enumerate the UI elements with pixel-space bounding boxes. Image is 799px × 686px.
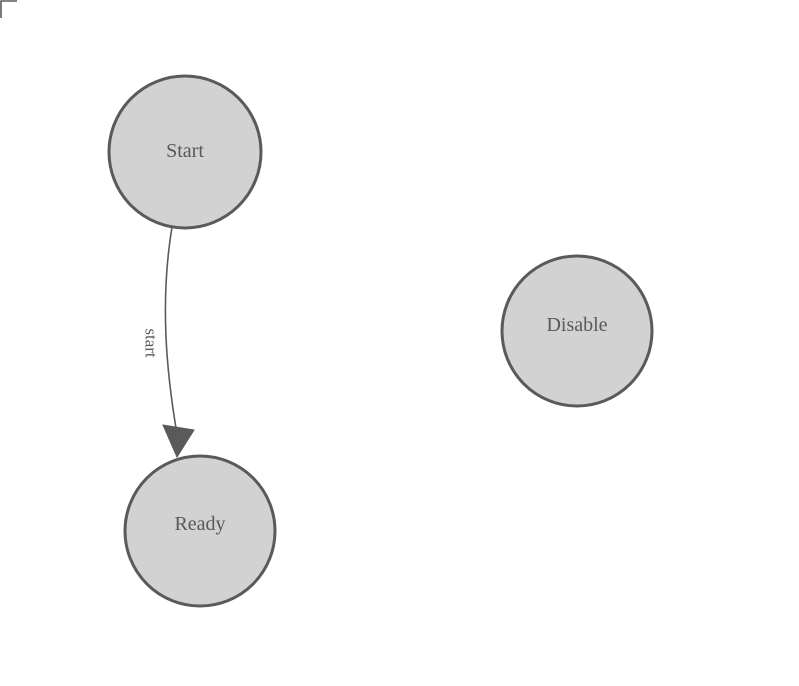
node-ready-circle[interactable] <box>123 454 277 608</box>
edge-label-start: start <box>142 328 161 358</box>
edge-start-to-ready[interactable]: start <box>142 226 195 459</box>
node-disable[interactable]: Disable <box>500 254 654 408</box>
selection-corner-bracket-icon <box>0 0 17 18</box>
node-ready[interactable]: Ready <box>123 454 277 608</box>
node-start[interactable]: Start <box>107 74 263 230</box>
edge-arrowhead-icon <box>162 424 195 459</box>
node-disable-circle[interactable] <box>500 254 654 408</box>
edge-path <box>164 226 178 435</box>
node-start-circle[interactable] <box>107 74 263 230</box>
